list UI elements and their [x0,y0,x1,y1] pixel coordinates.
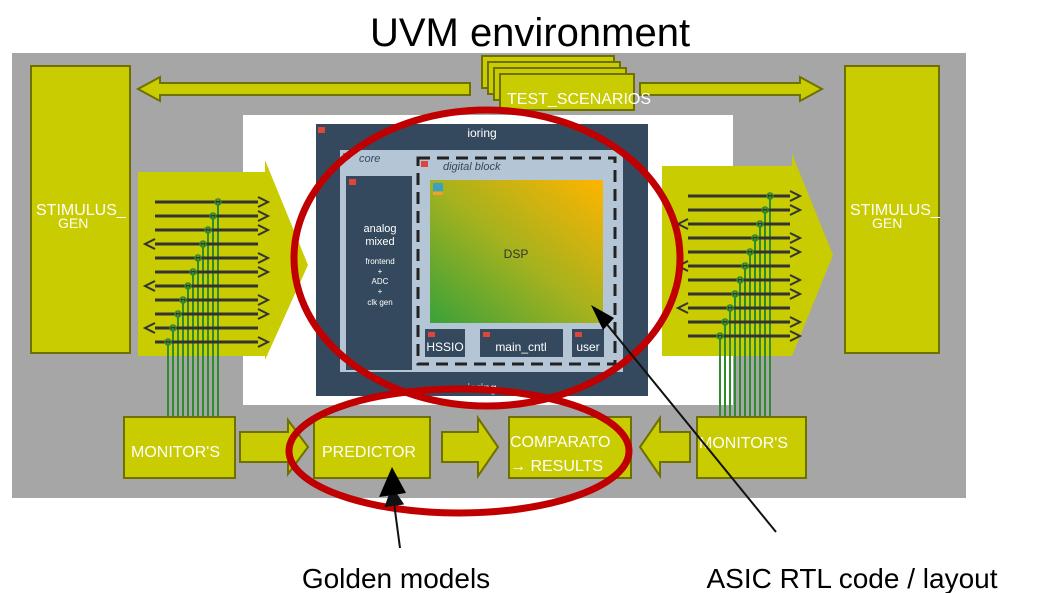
signal-arrow-head [257,294,271,306]
test-scenarios-label: TEST_SCENARIOS [507,91,651,108]
probe-point [746,248,754,256]
signal-arrow-head [142,238,156,250]
analog-block [346,176,412,370]
golden-models-pointer [384,486,405,549]
probe-point [766,192,774,200]
diagram-title: UVM environment [370,11,690,55]
probe-point [741,262,749,270]
probe-point [761,206,769,214]
asic-rtl-caption: ASIC RTL code / layout [706,563,997,593]
predictor-block [313,416,431,479]
dsp-label: DSP [504,247,529,261]
signal-arrow-head [257,336,271,348]
monitor-right-block [696,416,807,479]
probe-point [184,282,192,290]
bus-arrow-left [138,160,308,360]
analog-detail-4: + [378,287,383,296]
signal-arrow-head [142,322,156,334]
probe-point [169,324,177,332]
analog-detail-5: clk gen [367,298,392,307]
probe-point [716,332,724,340]
asic-rtl-arrowhead [591,305,614,330]
probe-point [721,318,729,326]
golden-models-caption: Golden models [302,563,490,593]
stimulus-gen-right [844,65,940,354]
probe-point [199,240,207,248]
signal-arrow-head [789,232,803,244]
probe-point [736,276,744,284]
signal-arrow-head [257,308,271,320]
models-highlight-ellipse [285,385,633,517]
analog-detail-2: + [378,267,383,276]
signal-arrow-head [789,288,803,300]
ioring-top-label: ioring [467,126,496,140]
probe-point [209,212,217,220]
probe-point [179,296,187,304]
monitor-right-label: MONITOR'S [699,435,788,452]
core-label: core [359,153,380,165]
monitor-left-label: MONITOR'S [131,444,220,461]
comparator-label-2: → RESULTS [510,458,603,475]
signal-arrow-head [257,224,271,236]
stimulus-gen-right-label-2: GEN [872,215,902,231]
arrow-predictor-to-comparator [441,414,500,480]
main-cntl-block [480,329,563,357]
comparator-block [508,416,632,479]
comparator-label-1: COMPARATO [510,434,610,451]
probe-point [751,234,759,242]
stimulus-gen-right-label-1: STIMULUS_ [850,202,941,219]
test-scenarios-stack: TEST_SCENARIOS [481,55,651,111]
signal-arrow-head [789,274,803,286]
signal-arrow-head [789,204,803,216]
digital-block [416,156,617,366]
analog-label-1: analog [363,223,396,235]
main-cntl-label: main_cntl [495,340,546,354]
probe-point [174,310,182,318]
arrow-monitor-to-comparator [638,414,691,480]
arrow-left-top [135,75,471,103]
signal-arrow-head [257,196,271,208]
digital-block-label: digital block [443,161,501,173]
probe-point [204,226,212,234]
analog-label-2: mixed [365,236,394,248]
arrow-right-top [639,75,825,103]
probe-point [726,304,734,312]
analog-detail-1: frontend [365,257,394,266]
probe-point [756,220,764,228]
probe-point [731,290,739,298]
stimulus-gen-left [30,65,131,354]
signal-arrow-head [789,316,803,328]
asic-rtl-pointer [604,321,777,533]
right-signal-bus [675,190,803,418]
dsp-block [430,180,603,323]
signal-arrow-head [257,266,271,278]
user-label: user [576,340,599,354]
signal-arrow-head [789,246,803,258]
signal-arrow-head [789,190,803,202]
signal-arrow-head [142,280,156,292]
rtl-highlight-ellipse [290,106,684,410]
left-signal-bus [142,196,271,418]
signal-arrow-head [675,302,689,314]
probe-point [194,254,202,262]
signal-arrow-head [257,210,271,222]
hssio-label: HSSIO [426,340,463,354]
stimulus-gen-left-label-2: GEN [58,215,88,231]
predictor-label: PREDICTOR [322,444,416,461]
analog-detail-3: ADC [372,277,389,286]
probe-point [214,198,222,206]
monitor-left-block [123,416,236,479]
signal-arrow-head [257,252,271,264]
signal-arrow-head [789,330,803,342]
golden-models-arrowhead [379,467,406,497]
stimulus-gen-left-label-1: STIMULUS_ [36,202,127,219]
probe-point [189,268,197,276]
probe-point [164,338,172,346]
